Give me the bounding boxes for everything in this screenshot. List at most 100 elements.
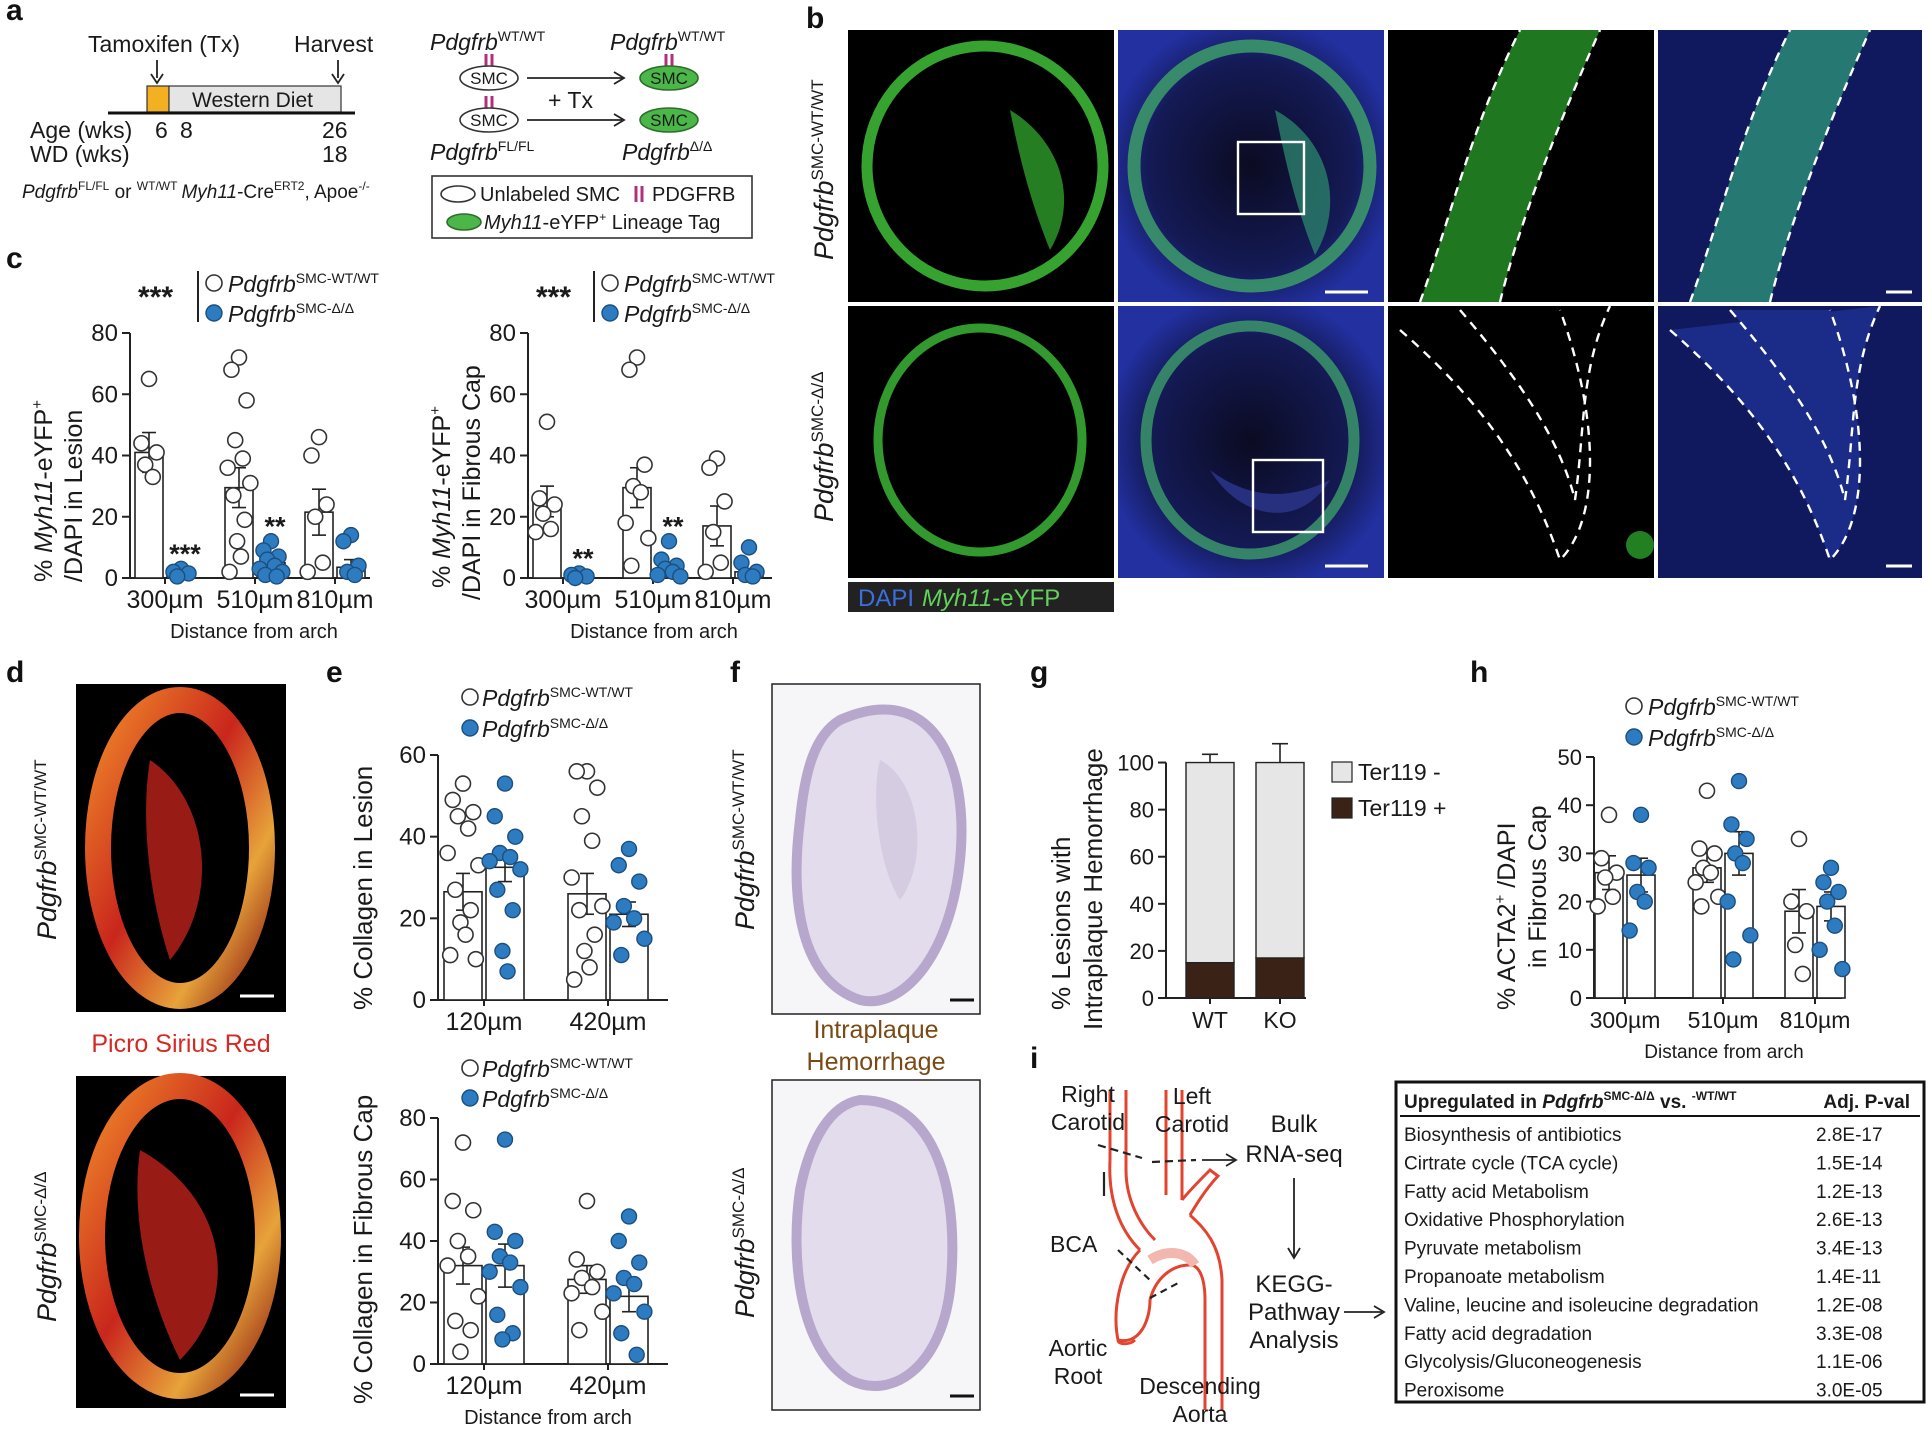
e1-point-0-0-12 (467, 950, 485, 968)
c2-y-tick-label-4: 80 (489, 320, 516, 347)
smc-unlabeled-2 (459, 107, 519, 133)
e1-point-0-1-1 (568, 763, 586, 780)
c1-category-label-2: 810µm (297, 586, 374, 614)
c1-sig-1: ** (264, 511, 286, 541)
c2-point-0-2-3 (704, 523, 722, 541)
c-right-legend: *** PdgfrbSMC-WT/WT PdgfrbSMC-Δ/Δ (536, 270, 775, 327)
tamoxifen-block (146, 85, 170, 113)
h1-point-1-1-6 (1742, 927, 1759, 944)
c1-point-0-1-0 (230, 349, 248, 366)
e-bottom-legend-wt-marker (461, 1059, 479, 1077)
i-aortic-arch-vessel (1114, 1213, 1224, 1410)
c-right-overall-sig: *** (536, 281, 571, 314)
e1-point-1-0-9 (494, 942, 511, 960)
i-table-row-pval-6: 1.2E-08 (1816, 1295, 1883, 1316)
i-table-row-pathway-0: Biosynthesis of antibiotics (1404, 1125, 1622, 1146)
c1-point-0-1-7 (225, 487, 242, 504)
b-r1-zoom-eyfp-cap (1420, 30, 1600, 302)
c-left-legend: *** PdgfrbSMC-WT/WT PdgfrbSMC-Δ/Δ (138, 270, 379, 327)
c1-category-label-0: 300µm (127, 586, 204, 614)
c2-point-1-0-3 (567, 569, 584, 587)
smc-labeled-1 (639, 65, 699, 91)
i-table-rows: Biosynthesis of antibiotics 2.8E-17Cirtra… (1404, 1125, 1883, 1402)
b-r1-zoom-eyfp-boundary2 (1498, 29, 1602, 303)
e1-point-0-0-3 (449, 807, 467, 825)
c1-y-tick-label-2: 40 (91, 443, 118, 470)
h1-point-1-1-2 (1738, 830, 1755, 848)
c2-ylabel-line2: /DAPI in Fibrous Cap (458, 365, 486, 600)
e2-point-1-0-9 (494, 1331, 511, 1348)
c2-point-0-0-1 (531, 490, 548, 507)
i-table-row-pval-5: 1.4E-11 (1816, 1267, 1881, 1288)
e2-point-0-0-0 (454, 1134, 472, 1151)
c2-category-label-0: 300µm (525, 586, 602, 614)
i-kegg-label-3: Analysis (1249, 1327, 1338, 1354)
h1-bar-1-1 (1724, 852, 1754, 999)
panel-f-micrographs: PdgfrbSMC-WT/WT PdgfrbSMC-Δ/Δ Intraplaqu… (729, 683, 981, 1411)
i-table-row-pathway-1: Cirtrate cycle (TCA cycle) (1404, 1153, 1618, 1174)
e2-point-0-1-0 (578, 1192, 596, 1210)
e1-y-tick-label-0: 0 (413, 987, 426, 1014)
c2-point-0-0-4 (542, 520, 560, 538)
e1-point-0-0-0 (454, 775, 472, 792)
i-table-row-pathway-6: Valine, leucine and isoleucine degradati… (1404, 1295, 1759, 1316)
e1-category-label-1: 420µm (570, 1008, 647, 1036)
h1-point-0-1-4 (1702, 864, 1720, 881)
c2-point-1-1-5 (649, 566, 666, 584)
h1-point-0-0-0 (1600, 806, 1618, 824)
e1-point-0-1-8 (586, 926, 603, 943)
c1-y-tick-label-1: 20 (91, 504, 118, 531)
e1-point-0-0-5 (439, 844, 456, 862)
i-table-row-pval-3: 2.6E-13 (1816, 1210, 1883, 1231)
i-bca-label: BCA (1050, 1231, 1098, 1257)
c-left-legend-del-marker (205, 304, 223, 322)
i-table-row-pval-2: 1.2E-13 (1816, 1182, 1883, 1203)
e2-point-0-0-1 (444, 1192, 462, 1210)
h1-point-1-2-6 (1834, 960, 1851, 978)
c1-point-1-2-1 (335, 533, 352, 550)
c1-sig-0: *** (169, 539, 201, 569)
i-table-row-pval-1: 1.5E-14 (1816, 1153, 1883, 1174)
g-ylabel-line2: Intraplaque Hemorrhage (1078, 748, 1108, 1030)
h1-point-0-1-5 (1687, 874, 1704, 891)
c1-y-tick-label-4: 80 (91, 320, 118, 347)
schema-top-left-genotype: PdgfrbWT/WT (430, 28, 546, 55)
i-table-header-pathway: Upregulated in PdgfrbSMC-Δ/Δ vs. -WT/WT (1404, 1089, 1737, 1113)
f-row1-genotype: PdgfrbSMC-WT/WT (729, 749, 760, 930)
e1-point-0-1-10 (581, 959, 598, 976)
i-table-row-pval-0: 2.8E-17 (1816, 1125, 1883, 1146)
e2-point-0-0-5 (439, 1257, 456, 1274)
c1-point-1-1-8 (268, 568, 285, 585)
b-r2-eyfp-image (848, 306, 1114, 578)
c2-point-1-2-4 (744, 568, 761, 585)
i-table-row-pathway-3: Oxidative Phosphorylation (1404, 1210, 1625, 1231)
i-right-carotid-vessel (1108, 1090, 1128, 1170)
e-top-legend-wt-marker (461, 688, 479, 706)
e2-category-label-1: 420µm (570, 1372, 647, 1400)
b-r1-eyfp-vessel-ring (861, 40, 1109, 292)
b-row2-genotype: PdgfrbSMC-Δ/Δ (808, 372, 839, 522)
b-r2-zoom-eyfp-boundary2 (1459, 305, 1612, 501)
e2-point-1-1-4 (625, 1275, 643, 1293)
h-legend-wt-label: PdgfrbSMC-WT/WT (1648, 693, 1799, 720)
c-right-legend-del-marker (601, 304, 619, 322)
c1-point-0-1-4 (234, 450, 252, 467)
i-kegg-table: Upregulated in PdgfrbSMC-Δ/Δ vs. -WT/WT … (1394, 1080, 1926, 1404)
h1-point-0-0-1 (1593, 849, 1610, 867)
g1-category-label-1: KO (1263, 1007, 1296, 1033)
e1-point-1-1-2 (631, 873, 648, 890)
c2-point-0-2-1 (701, 459, 718, 477)
i-table-row-pathway-8: Glycolysis/Gluconeogenesis (1404, 1352, 1642, 1373)
plus-tx-label: + Tx (548, 87, 593, 113)
c1-ylabel-line1: % Myh11-eYFP+ (29, 400, 58, 582)
h1-point-1-2-3 (1819, 893, 1836, 910)
c2-point-0-1-7 (623, 557, 640, 575)
c2-y-tick-label-3: 60 (489, 381, 516, 408)
e1-point-1-1-6 (636, 930, 653, 947)
h1-y-tick-label-5: 50 (1558, 745, 1582, 770)
e2-point-0-0-3 (449, 1232, 467, 1250)
b-stain-legend (848, 582, 1114, 612)
